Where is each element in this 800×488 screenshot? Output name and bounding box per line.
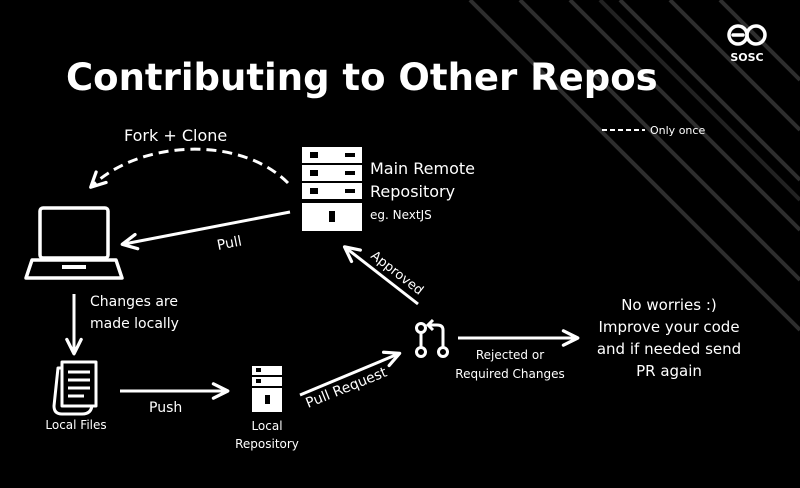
rejected-line1: Rejected or xyxy=(476,348,544,362)
outcome-line4: PR again xyxy=(636,362,702,380)
fork-clone-label: Fork + Clone xyxy=(124,126,227,145)
local-repo-line1: Local xyxy=(251,419,282,433)
local-repo-line2: Repository xyxy=(235,437,299,451)
pull-label: Pull xyxy=(216,233,243,253)
pull-arrow xyxy=(120,210,291,251)
pull-request-icon xyxy=(415,318,449,358)
sosc-logo-icon xyxy=(727,24,767,46)
server-icon xyxy=(302,147,362,231)
laptop-icon xyxy=(24,206,124,280)
page-title: Contributing to Other Repos xyxy=(66,56,658,99)
changes-line1: Changes are xyxy=(90,294,178,310)
main-remote-line2: Repository xyxy=(370,182,455,201)
legend-label: Only once xyxy=(650,124,705,137)
laptop-trackpad xyxy=(62,265,86,269)
outcome-line2: Improve your code xyxy=(598,318,739,336)
changes-line2: made locally xyxy=(90,316,179,332)
main-remote-example: eg. NextJS xyxy=(370,208,432,222)
approved-arrow xyxy=(342,245,419,306)
outcome-line1: No worries :) xyxy=(621,296,717,314)
outcome-line3: and if needed send xyxy=(597,340,741,358)
pull-request-arrow xyxy=(299,350,402,397)
rejected-line2: Required Changes xyxy=(455,367,564,381)
local-repo-server-icon xyxy=(252,366,282,412)
push-label: Push xyxy=(149,400,182,416)
local-files-label: Local Files xyxy=(45,418,106,432)
files-icon xyxy=(52,360,98,416)
background-stripes xyxy=(468,0,800,332)
fork-clone-arrow xyxy=(89,147,290,189)
main-remote-line1: Main Remote xyxy=(370,159,475,178)
brand-text: SOSC xyxy=(730,51,763,64)
